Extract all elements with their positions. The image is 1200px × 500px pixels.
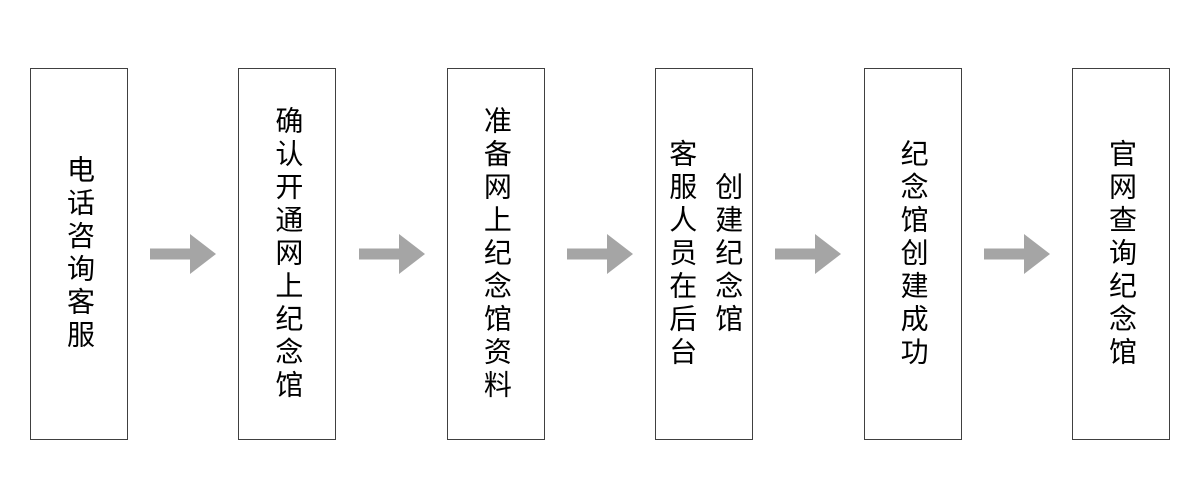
flow-step-2: 确认开通网上纪念馆	[238, 68, 337, 440]
flow-step-5: 纪念馆创建成功	[863, 68, 962, 440]
flow-step-4: 客服人员在后台 创建纪念馆	[655, 68, 754, 440]
flowchart: 电话咨询客服 确认开通网上纪念馆 准备网上纪念馆资料 客服人员在后台 创建纪念馆	[30, 68, 1171, 440]
flow-step-3-label: 准备网上纪念馆资料	[480, 105, 512, 403]
flow-connector-1	[128, 68, 238, 440]
flow-connector-5	[962, 68, 1072, 440]
flow-step-6: 官网查询纪念馆	[1072, 68, 1171, 440]
flow-step-1-label: 电话咨询客服	[64, 155, 95, 353]
arrow-right-icon	[775, 234, 842, 274]
arrow-right-icon	[150, 234, 217, 274]
flow-step-4-label-col2: 创建纪念馆	[712, 171, 744, 337]
arrow-right-icon	[983, 234, 1050, 274]
flow-step-3: 准备网上纪念馆资料	[446, 68, 545, 440]
flow-step-5-label: 纪念馆创建成功	[897, 138, 929, 370]
flow-connector-2	[336, 68, 446, 440]
flow-step-4-label-col1: 客服人员在后台	[666, 138, 698, 370]
flow-step-2-label: 确认开通网上纪念馆	[272, 105, 304, 403]
arrow-right-icon	[358, 234, 425, 274]
flow-step-1: 电话咨询客服	[30, 68, 128, 440]
flow-connector-3	[545, 68, 655, 440]
flow-step-6-label: 官网查询纪念馆	[1106, 138, 1138, 370]
flow-connector-4	[753, 68, 863, 440]
arrow-right-icon	[567, 234, 634, 274]
